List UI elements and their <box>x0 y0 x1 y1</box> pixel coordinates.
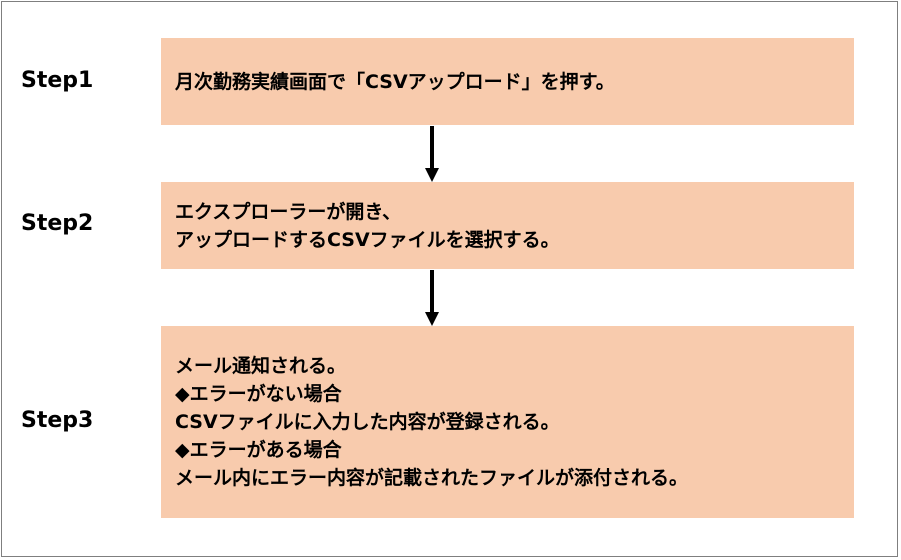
step3-line-2: ◆エラーがない場合 <box>175 383 342 405</box>
step1-label: Step1 <box>21 68 94 93</box>
step3-box: メール通知される。 ◆エラーがない場合 CSVファイルに入力した内容が登録される… <box>161 326 854 518</box>
arrow-down-icon <box>425 270 439 326</box>
step2-line-1: エクスプローラーが開き、 <box>175 200 402 223</box>
arrow-down-icon <box>425 126 439 182</box>
step1-line-1: 月次勤務実績画面で「CSVアップロード」を押す。 <box>175 70 615 93</box>
step2-label: Step2 <box>21 211 94 236</box>
step3-line-1: メール通知される。 <box>175 355 347 377</box>
step3-line-3: CSVファイルに入力した内容が登録される。 <box>175 411 560 433</box>
step2-line-2: アップロードするCSVファイルを選択する。 <box>175 228 560 251</box>
step3-label: Step3 <box>21 408 94 433</box>
step3-line-4: ◆エラーがある場合 <box>175 439 342 461</box>
step3-line-5: メール内にエラー内容が記載されたファイルが添付される。 <box>175 467 689 489</box>
step2-box: エクスプローラーが開き、 アップロードするCSVファイルを選択する。 <box>161 182 854 269</box>
step1-box: 月次勤務実績画面で「CSVアップロード」を押す。 <box>161 38 854 125</box>
